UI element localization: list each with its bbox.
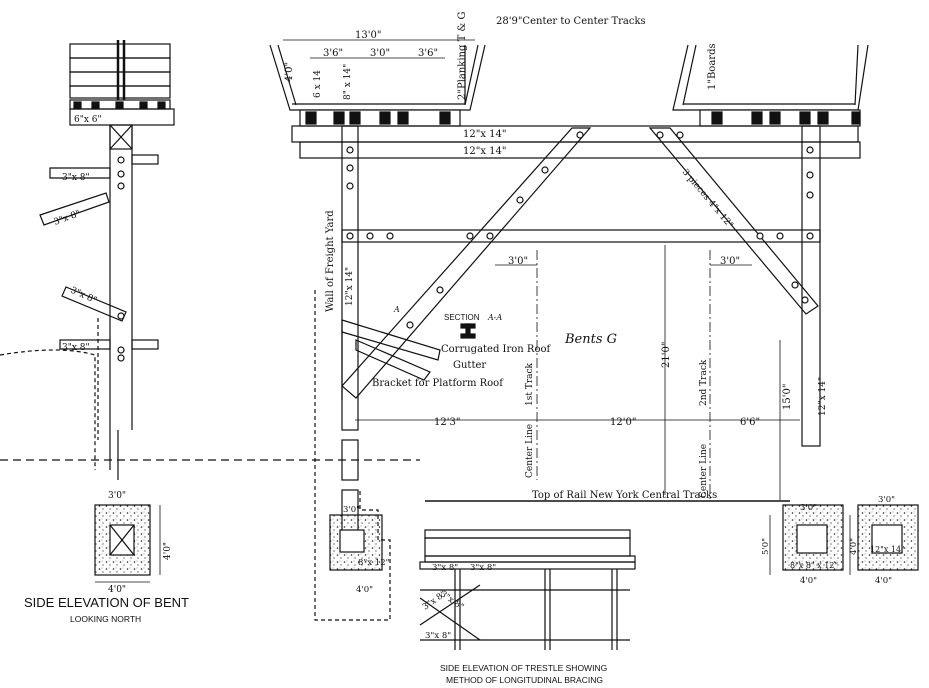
footing-mid-width: 4'0" bbox=[800, 576, 817, 586]
side-elevation-title: SIDE ELEVATION OF BENT bbox=[24, 595, 189, 610]
footing-width-dim: 4'0" bbox=[108, 585, 126, 595]
rail-stack-piece bbox=[69, 43, 171, 59]
trestle-caption-1: SIDE ELEVATION OF TRESTLE SHOWING bbox=[440, 663, 607, 673]
tie-6x14: 6 x 14 bbox=[313, 70, 323, 98]
a-mark: A bbox=[393, 305, 400, 314]
section-label: SECTION bbox=[444, 313, 480, 322]
footing-left-size: 8"x 12" bbox=[358, 558, 390, 568]
lbl-6x6: 6"x 6" bbox=[74, 115, 102, 125]
cap-lower-label: 12"x 14" bbox=[463, 146, 506, 157]
dim-3-0: 3'0" bbox=[370, 48, 390, 59]
footing-mid-height: 5'0" bbox=[761, 538, 771, 555]
gutter-label: Gutter bbox=[453, 360, 486, 371]
span-12-0: 12'0" bbox=[610, 417, 636, 428]
post-left-label: 12"x 14" bbox=[345, 267, 355, 306]
footing-right-size: 12"x 14" bbox=[870, 545, 905, 554]
height-15: 15'0" bbox=[782, 384, 793, 410]
planking-label: 2"Planking T & G bbox=[457, 12, 468, 101]
corrugated-label: Corrugated Iron Roof bbox=[441, 344, 551, 355]
bent-drawing bbox=[269, 39, 919, 621]
brace-label: 3 pieces 4"x 12" bbox=[680, 168, 735, 231]
dim-3-6-b: 3'6" bbox=[418, 48, 438, 59]
center-line-2: Center Line bbox=[699, 444, 709, 498]
cap-upper-label: 12"x 14" bbox=[463, 129, 506, 140]
track-2: 2nd Track bbox=[699, 359, 709, 406]
trestle-lbl-e: 3"x 8" bbox=[425, 631, 451, 641]
section-mark: A-A bbox=[487, 313, 502, 322]
footing-left-width: 4'0" bbox=[356, 585, 373, 595]
height-21: 21'0" bbox=[661, 342, 672, 368]
track-1: 1st Track bbox=[525, 362, 535, 406]
footing-right-top: 3'0" bbox=[878, 495, 895, 505]
footing-height-dim: 4'0" bbox=[163, 542, 173, 560]
tie-8x14: 8" x 14" bbox=[343, 64, 353, 100]
center-to-center-label: 28'9"Center to Center Tracks bbox=[496, 16, 646, 27]
trestle-labels: 3"x 8" 3"x 8" 3"x 8" 3"x 8" 3"x 8" bbox=[421, 563, 496, 641]
post-right-label: 12"x 14" bbox=[818, 377, 828, 416]
trestle-caption-2: METHOD OF LONGITUDINAL BRACING bbox=[446, 675, 603, 685]
dim-3-0-right: 3'0" bbox=[720, 256, 740, 267]
lbl-3x8-a: 3"x 8" bbox=[62, 173, 90, 183]
footing-top-dim: 3'0" bbox=[108, 491, 126, 501]
trestle-lbl-a: 3"x 8" bbox=[432, 563, 458, 573]
bracket-label: Bracket for Platform Roof bbox=[372, 378, 504, 389]
footing-right-width: 4'0" bbox=[875, 576, 892, 586]
dim-3-6-a: 3'6" bbox=[323, 48, 343, 59]
side-elevation-subtitle: LOOKING NORTH bbox=[70, 614, 141, 624]
lbl-3x8-c: 3"x 8" bbox=[69, 286, 98, 306]
side-elevation-of-bent bbox=[0, 40, 420, 583]
footing-mid-top: 3'0" bbox=[800, 503, 817, 513]
footing-mid-size: 8"x 8" x 12" bbox=[790, 561, 838, 570]
top-of-rail: Top of Rail New York Central Tracks bbox=[532, 490, 717, 501]
lbl-3x8-b: 3"x 8" bbox=[53, 209, 82, 228]
span-6-6: 6'6" bbox=[740, 417, 760, 428]
wall-label: Wall of Freight Yard bbox=[325, 210, 336, 312]
bent-labels: 28'9"Center to Center Tracks 13'0" 4'0" … bbox=[284, 12, 905, 596]
span-12-3: 12'3" bbox=[434, 417, 460, 428]
trestle-drawing bbox=[419, 529, 636, 650]
dim-3-0-left: 3'0" bbox=[508, 256, 528, 267]
trestle-lbl-b: 3"x 8" bbox=[470, 563, 496, 573]
boards-label: 1"Boards bbox=[707, 43, 718, 90]
dim-4-0: 4'0" bbox=[284, 62, 295, 82]
footing-left-top: 3'0" bbox=[343, 505, 360, 515]
bents-label: Bents G bbox=[564, 332, 617, 347]
lbl-3x8-d: 3"x 8" bbox=[62, 343, 90, 353]
dim-13-0: 13'0" bbox=[355, 30, 381, 41]
footing-right-height: 4'0" bbox=[849, 538, 859, 555]
center-line-1: Center Line bbox=[525, 424, 535, 478]
